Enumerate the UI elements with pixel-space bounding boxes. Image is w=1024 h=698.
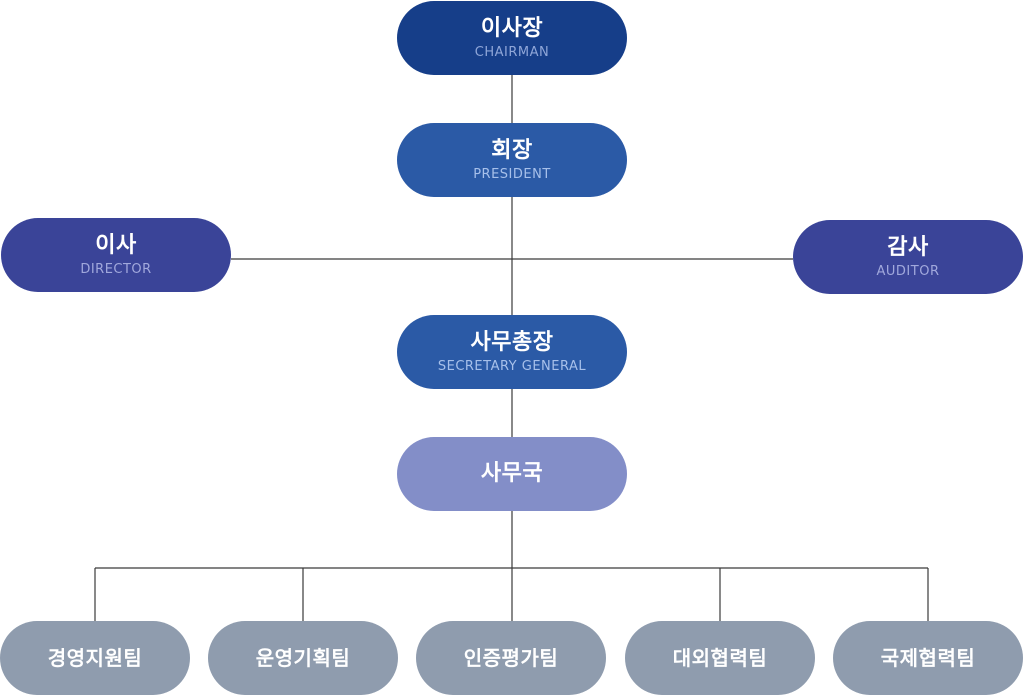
team-node-external-cooperation: 대외협력팀	[625, 621, 815, 695]
team-title: 인증평가팀	[463, 645, 559, 670]
team-node-certification-evaluation: 인증평가팀	[416, 621, 606, 695]
auditor-node: 감사 AUDITOR	[793, 220, 1023, 294]
secretariat-title: 사무국	[480, 461, 544, 487]
secretariat-node: 사무국	[397, 437, 627, 511]
chairman-title: 이사장	[480, 15, 544, 41]
director-subtitle: DIRECTOR	[80, 261, 152, 277]
team-title: 운영기획팀	[255, 645, 351, 670]
team-title: 대외협력팀	[672, 645, 768, 670]
president-node: 회장 PRESIDENT	[397, 123, 627, 197]
auditor-subtitle: AUDITOR	[876, 263, 940, 279]
director-node: 이사 DIRECTOR	[1, 218, 231, 292]
chairman-node: 이사장 CHAIRMAN	[397, 1, 627, 75]
president-subtitle: PRESIDENT	[473, 166, 551, 182]
director-title: 이사	[95, 232, 137, 258]
team-node-operations-planning: 운영기획팀	[208, 621, 398, 695]
secretary-general-title: 사무총장	[470, 329, 554, 355]
president-title: 회장	[491, 137, 533, 163]
secretary-general-subtitle: SECRETARY GENERAL	[437, 358, 587, 374]
chairman-subtitle: CHAIRMAN	[474, 44, 550, 60]
team-node-international-cooperation: 국제협력팀	[833, 621, 1023, 695]
team-title: 경영지원팀	[47, 645, 143, 670]
team-node-management-support: 경영지원팀	[0, 621, 190, 695]
team-title: 국제협력팀	[880, 645, 976, 670]
auditor-title: 감사	[887, 234, 929, 260]
secretary-general-node: 사무총장 SECRETARY GENERAL	[397, 315, 627, 389]
